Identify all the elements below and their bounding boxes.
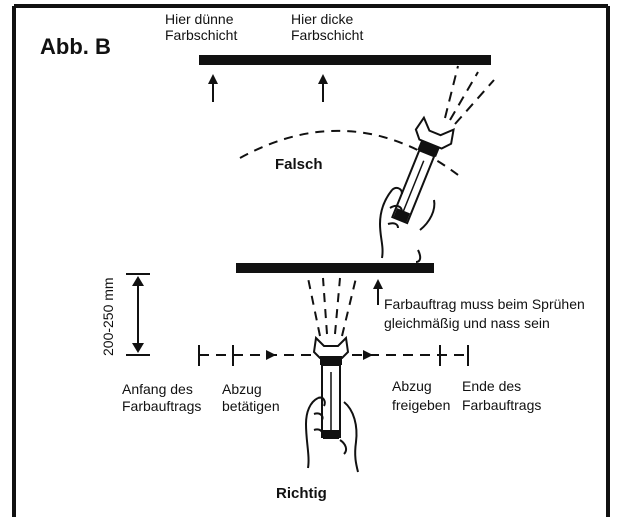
trigger-pull-label-line1: Abzug — [222, 381, 262, 397]
top-surface — [199, 55, 491, 65]
thick-coat-label-line1: Hier dicke — [291, 11, 354, 27]
bottom-spray-gun — [312, 335, 350, 439]
thin-coat-arrow — [208, 74, 218, 102]
trigger-release-label-line2: freigeben — [392, 397, 451, 413]
figure-title: Abb. B — [40, 34, 111, 59]
coat-arrow — [373, 279, 383, 305]
coat-note-line1: Farbauftrag muss beim Sprühen — [384, 296, 585, 312]
wrong-label: Falsch — [275, 156, 323, 173]
distance-label: 200-250 mm — [100, 277, 116, 356]
bottom-hand — [304, 396, 359, 473]
wrong-arc-path — [239, 129, 463, 179]
end-label-line2: Farbauftrags — [462, 397, 542, 413]
bottom-spray-cone — [307, 277, 357, 337]
top-spray-gun — [391, 115, 455, 225]
top-hand — [378, 186, 436, 263]
right-label: Richtig — [276, 485, 327, 502]
trigger-release-label-line1: Abzug — [392, 378, 432, 394]
stroke-path — [198, 345, 469, 366]
thick-coat-label-line2: Farbschicht — [291, 27, 364, 43]
coat-note-line2: gleichmäßig und nass sein — [384, 315, 550, 331]
top-spray-cone — [444, 65, 495, 125]
trigger-pull-label-line2: betätigen — [222, 398, 280, 414]
thin-coat-label-line2: Farbschicht — [165, 27, 238, 43]
start-label-line2: Farbauftrags — [122, 398, 202, 414]
thick-coat-arrow — [318, 74, 328, 102]
end-label-line1: Ende des — [462, 378, 522, 394]
bottom-surface — [236, 263, 434, 273]
thin-coat-label-line1: Hier dünne — [165, 11, 234, 27]
start-label-line1: Anfang des — [122, 381, 193, 397]
distance-dimension — [126, 273, 150, 356]
